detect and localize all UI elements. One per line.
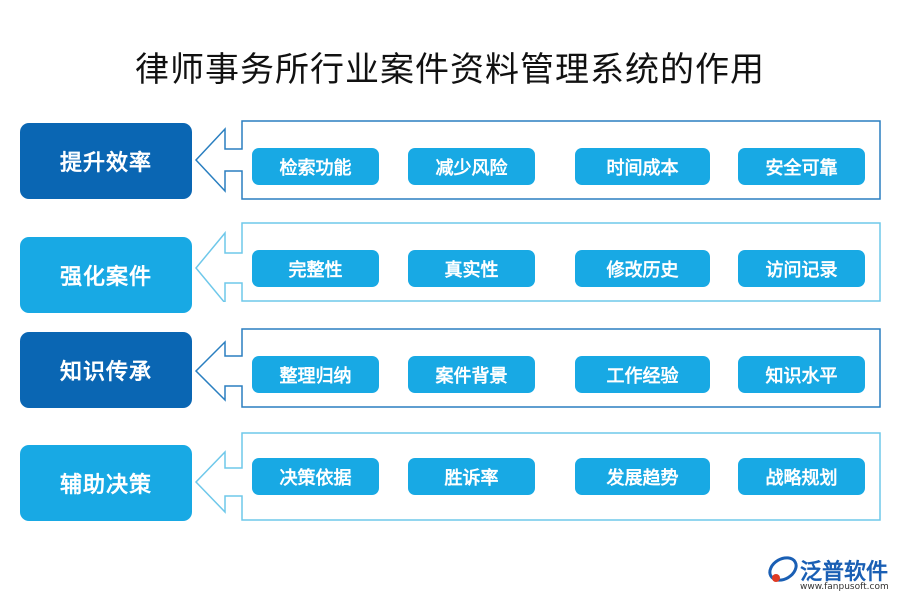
- item-chip: 访问记录: [738, 250, 865, 287]
- item-chip: 决策依据: [252, 458, 379, 495]
- row-3: 知识传承 整理归纳 案件背景 工作经验 知识水平: [0, 328, 900, 408]
- item-chip: 减少风险: [408, 148, 535, 185]
- item-chip: 工作经验: [575, 356, 710, 393]
- item-chip: 完整性: [252, 250, 379, 287]
- item-chip: 安全可靠: [738, 148, 865, 185]
- item-chip: 案件背景: [408, 356, 535, 393]
- item-chip: 整理归纳: [252, 356, 379, 393]
- arrow-frame-icon: [194, 328, 881, 408]
- arrow-frame-icon: [194, 432, 881, 521]
- fanpu-logo-icon: [768, 556, 798, 582]
- logo-url: www.fanpusoft.com: [800, 582, 889, 592]
- row-label: 提升效率: [20, 123, 192, 199]
- item-chip: 知识水平: [738, 356, 865, 393]
- item-chip: 修改历史: [575, 250, 710, 287]
- arrow-frame-icon: [194, 120, 881, 200]
- row-1: 提升效率 检索功能 减少风险 时间成本 安全可靠: [0, 120, 900, 200]
- item-chip: 发展趋势: [575, 458, 710, 495]
- diagram-title: 律师事务所行业案件资料管理系统的作用: [135, 50, 765, 90]
- item-chip: 胜诉率: [408, 458, 535, 495]
- item-chip: 时间成本: [575, 148, 710, 185]
- item-chip: 战略规划: [738, 458, 865, 495]
- item-chip: 真实性: [408, 250, 535, 287]
- row-label: 知识传承: [20, 332, 192, 408]
- row-label: 辅助决策: [20, 445, 192, 521]
- row-2: 强化案件 完整性 真实性 修改历史 访问记录: [0, 222, 900, 313]
- arrow-frame-icon: [195, 222, 881, 302]
- item-chip: 检索功能: [252, 148, 379, 185]
- logo-name: 泛普软件: [800, 560, 889, 585]
- row-label: 强化案件: [20, 237, 192, 313]
- row-4: 辅助决策 决策依据 胜诉率 发展趋势 战略规划: [0, 432, 900, 521]
